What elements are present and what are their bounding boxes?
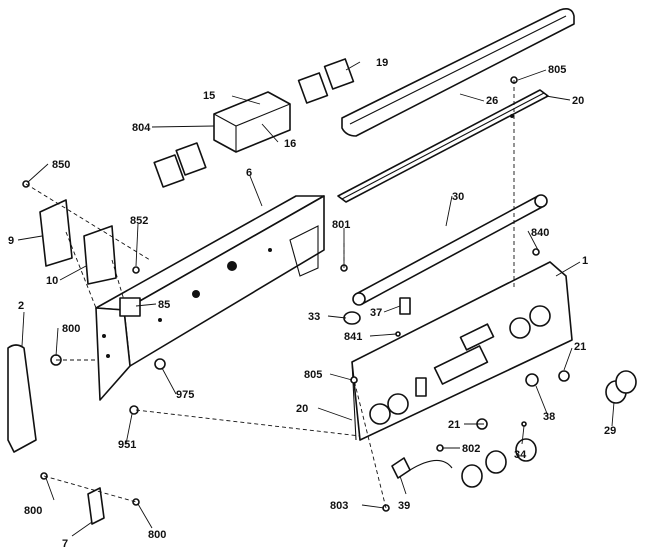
label-39: 39 — [398, 500, 410, 512]
label-16: 16 — [284, 138, 296, 150]
label-801: 801 — [332, 219, 350, 231]
label-26: 26 — [486, 95, 498, 107]
label-805-top: 805 — [548, 64, 566, 76]
label-951: 951 — [118, 439, 136, 451]
label-30: 30 — [452, 191, 464, 203]
label-9: 9 — [8, 235, 14, 247]
label-852: 852 — [130, 215, 148, 227]
label-975: 975 — [176, 389, 194, 401]
label-85: 85 — [158, 299, 170, 311]
small-hardware — [22, 76, 570, 512]
label-804: 804 — [132, 122, 151, 134]
label-2: 2 — [18, 300, 24, 312]
label-29: 29 — [604, 425, 616, 437]
label-800-left: 800 — [62, 323, 80, 335]
control-panel — [351, 261, 573, 441]
knob-set — [461, 370, 637, 488]
label-33: 33 — [308, 311, 320, 323]
bracket-7 — [87, 487, 105, 525]
label-802: 802 — [462, 443, 480, 455]
label-38: 38 — [543, 411, 555, 423]
label-34: 34 — [514, 449, 527, 461]
bracket-10 — [83, 225, 117, 285]
clock-timer-module — [213, 91, 291, 153]
label-803: 803 — [330, 500, 348, 512]
label-21-right: 21 — [574, 341, 586, 353]
light-tube — [352, 194, 548, 306]
assembly-lines — [25, 80, 515, 509]
switch-pair-upper — [297, 58, 355, 104]
label-1: 1 — [582, 255, 588, 267]
label-800-bottom-right: 800 — [148, 529, 166, 541]
switch-pair-lower — [153, 142, 207, 188]
end-cap — [7, 344, 37, 453]
label-37: 37 — [370, 307, 382, 319]
label-6: 6 — [246, 167, 252, 179]
label-10: 10 — [46, 275, 58, 287]
bracket-9 — [39, 199, 73, 267]
part-labels: 19 805 15 26 20 804 16 850 6 30 852 801 … — [8, 57, 616, 550]
label-20-mid: 20 — [296, 403, 308, 415]
label-850: 850 — [52, 159, 70, 171]
label-21-mid: 21 — [448, 419, 460, 431]
back-panel-bracket — [95, 195, 325, 401]
label-800-bottom-left: 800 — [24, 505, 42, 517]
label-15: 15 — [203, 90, 215, 102]
label-19: 19 — [376, 57, 388, 69]
label-805-mid: 805 — [304, 369, 322, 381]
label-20-top: 20 — [572, 95, 584, 107]
leader-lines — [17, 61, 615, 537]
label-7: 7 — [62, 538, 68, 550]
label-841: 841 — [344, 331, 362, 343]
top-trim-strip — [341, 8, 575, 137]
label-840: 840 — [531, 227, 549, 239]
